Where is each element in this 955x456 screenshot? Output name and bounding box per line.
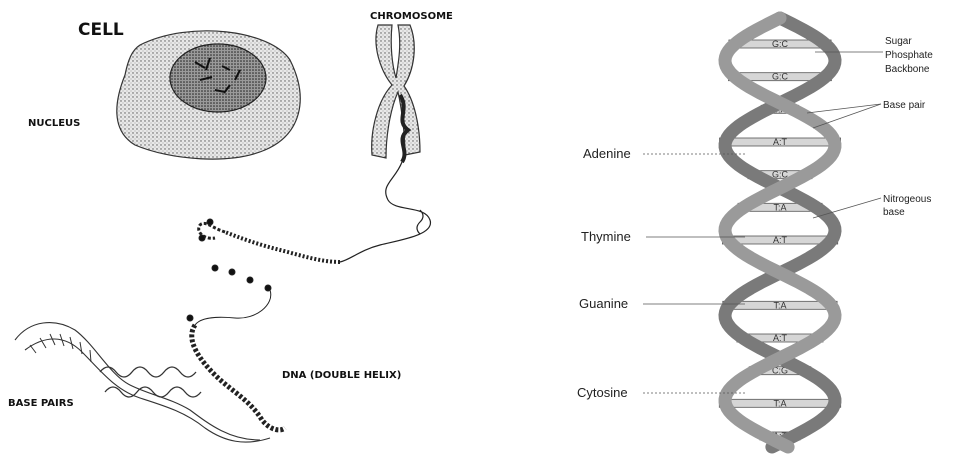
sugar-label: Sugar bbox=[885, 36, 912, 47]
cell-to-dna-illustration: CELL NUCLEUS CHROMOSOME DNA (DOUBLE HELI… bbox=[0, 0, 515, 456]
base-pair-text: G:C bbox=[772, 72, 789, 82]
base-pair-rung: T:A bbox=[719, 398, 840, 408]
base-pair-text: T:A bbox=[773, 300, 786, 310]
thymine-label: Thymine bbox=[581, 229, 631, 244]
base-pair-text: A:T bbox=[773, 235, 788, 245]
phosphate-label: Phosphate bbox=[885, 50, 933, 61]
base-pair-text: G:C bbox=[772, 39, 789, 49]
backbone-label: Backbone bbox=[885, 64, 930, 75]
adenine-label: Adenine bbox=[583, 146, 631, 161]
dna-double-helix-label: DNA (DOUBLE HELIX) bbox=[282, 370, 401, 381]
double-helix-drawing bbox=[15, 323, 270, 443]
base-pair-text: A:T bbox=[773, 137, 788, 147]
base-pair-text: T:A bbox=[773, 202, 786, 212]
guanine-label: Guanine bbox=[579, 296, 628, 311]
nitrogenous-base-label: base bbox=[883, 207, 905, 218]
chromatin-strand bbox=[187, 162, 430, 430]
nucleus-drawing bbox=[170, 44, 266, 112]
chromosome-label: CHROMOSOME bbox=[370, 11, 453, 22]
left-leader-lines bbox=[643, 154, 745, 393]
nitrogenous-label: Nitrogeous bbox=[883, 194, 931, 205]
cytosine-label: Cytosine bbox=[577, 385, 628, 400]
dna-helix-svg: G:CG:CT:AA:TG:CT:AA:TG:CT:AA:TC:GT:AA:T … bbox=[515, 0, 955, 456]
base-pairs-label: BASE PAIRS bbox=[8, 398, 74, 409]
base-pair-text: A:T bbox=[773, 333, 788, 343]
base-pair-label: Base pair bbox=[883, 100, 926, 111]
chromosome-drawing bbox=[372, 25, 420, 162]
cell-to-dna-svg: CELL NUCLEUS CHROMOSOME DNA (DOUBLE HELI… bbox=[0, 0, 515, 456]
cell-drawing bbox=[117, 31, 300, 159]
cell-label: CELL bbox=[78, 20, 124, 40]
nucleus-label: NUCLEUS bbox=[28, 118, 80, 129]
base-pair-rung: A:T bbox=[720, 137, 841, 147]
base-pair-text: T:A bbox=[773, 398, 786, 408]
